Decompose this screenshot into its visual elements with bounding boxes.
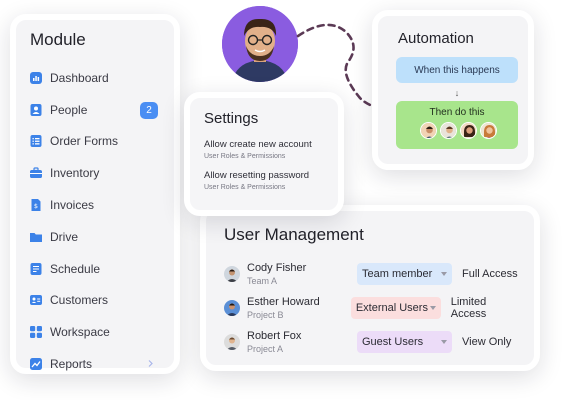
list-icon: [30, 135, 42, 148]
sidebar-item-label: Invoices: [50, 198, 95, 213]
settings-title: Settings: [204, 110, 259, 127]
trigger-block[interactable]: When this happens: [396, 57, 518, 83]
sidebar-item-label: Customers: [50, 293, 109, 308]
avatar: [480, 122, 497, 139]
sidebar-item-label: Workspace: [50, 325, 110, 340]
sidebar-item-label: Drive: [50, 229, 79, 244]
briefcase-icon: [30, 167, 42, 179]
avatar: [224, 300, 240, 316]
module-title: Module: [30, 30, 86, 49]
user-management-title: User Management: [224, 225, 364, 244]
profile-avatar: [222, 6, 298, 82]
chevron-right-icon: [148, 360, 153, 368]
setting-create-account[interactable]: Allow create new account User Roles & Pe…: [204, 139, 324, 160]
sidebar-item-label: Order Forms: [50, 134, 119, 149]
setting-subtitle: User Roles & Permissions: [204, 153, 286, 160]
table-row: Cody Fisher Team A Team member Full Acce…: [220, 257, 520, 291]
table-row: Robert Fox Project A Guest Users View On…: [220, 325, 520, 359]
automation-card: Automation When this happens ↓ Then do t…: [372, 10, 534, 170]
calendar-icon: [30, 262, 42, 275]
user-team: Project B: [247, 310, 284, 320]
chevron-down-icon: [441, 340, 447, 344]
action-block[interactable]: Then do this: [396, 101, 518, 149]
setting-title: Allow resetting password: [204, 170, 310, 181]
table-row: Esther Howard Project B External Users L…: [220, 291, 520, 325]
sidebar-item-label: People: [50, 102, 88, 117]
sidebar-item-inventory[interactable]: Inventory: [30, 157, 160, 189]
sidebar-item-label: Dashboard: [50, 70, 109, 85]
access-level: View Only: [462, 336, 512, 348]
automation-title: Automation: [398, 30, 474, 47]
avatar: [420, 122, 437, 139]
setting-reset-password[interactable]: Allow resetting password User Roles & Pe…: [204, 170, 324, 191]
contacts-icon: [30, 294, 42, 306]
reports-icon: [30, 358, 42, 371]
access-level: Limited Access: [450, 296, 487, 320]
sidebar-item-dashboard[interactable]: Dashboard: [30, 62, 160, 94]
avatar: [224, 334, 240, 350]
setting-title: Allow create new account: [204, 139, 312, 150]
user-management-card: User Management Cody Fisher Team A Team …: [200, 205, 540, 371]
settings-card: Settings Allow create new account User R…: [184, 92, 344, 216]
sidebar-item-customers[interactable]: Customers: [30, 285, 160, 317]
user-name: Robert Fox: [247, 330, 302, 342]
people-count-badge: 2: [140, 101, 158, 119]
access-level: Full Access: [462, 268, 518, 280]
sidebar-item-drive[interactable]: Drive: [30, 221, 160, 253]
role-dropdown[interactable]: Guest Users: [357, 331, 452, 353]
svg-text:$: $: [34, 202, 38, 210]
user-team: Project A: [247, 344, 284, 354]
action-label: Then do this: [429, 107, 485, 118]
role-value: External Users: [355, 302, 428, 314]
sidebar-item-label: Schedule: [50, 261, 101, 276]
user-team: Team A: [247, 276, 278, 286]
sidebar-item-schedule[interactable]: Schedule: [30, 253, 160, 285]
invoice-icon: $: [30, 199, 42, 212]
chevron-down-icon: [429, 306, 436, 310]
sidebar-item-label: Reports: [50, 357, 93, 372]
avatar: [440, 122, 457, 139]
person-icon: [30, 103, 42, 116]
down-arrow-icon: ↓: [454, 88, 460, 98]
chart-icon: [30, 71, 42, 84]
sidebar-item-workspace[interactable]: Workspace: [30, 316, 160, 348]
sidebar-item-people[interactable]: People 2: [30, 94, 160, 126]
role-value: Guest Users: [362, 336, 424, 348]
setting-subtitle: User Roles & Permissions: [204, 184, 286, 191]
sidebar-item-label: Inventory: [50, 166, 100, 181]
sidebar-item-order-forms[interactable]: Order Forms: [30, 126, 160, 158]
sidebar-item-reports[interactable]: Reports: [30, 348, 160, 380]
assignee-avatars: [417, 122, 497, 139]
role-dropdown[interactable]: Team member: [357, 263, 452, 285]
folder-icon: [30, 231, 42, 243]
user-name: Esther Howard: [247, 296, 320, 308]
role-dropdown[interactable]: External Users: [350, 297, 441, 319]
sidebar-item-invoices[interactable]: $ Invoices: [30, 189, 160, 221]
user-name: Cody Fisher: [247, 262, 307, 274]
module-sidebar: Module Dashboard People 2 Order Forms In…: [10, 14, 180, 374]
chevron-down-icon: [441, 272, 447, 276]
grid-icon: [30, 326, 42, 339]
avatar: [224, 266, 240, 282]
avatar: [460, 122, 477, 139]
role-value: Team member: [362, 268, 433, 280]
